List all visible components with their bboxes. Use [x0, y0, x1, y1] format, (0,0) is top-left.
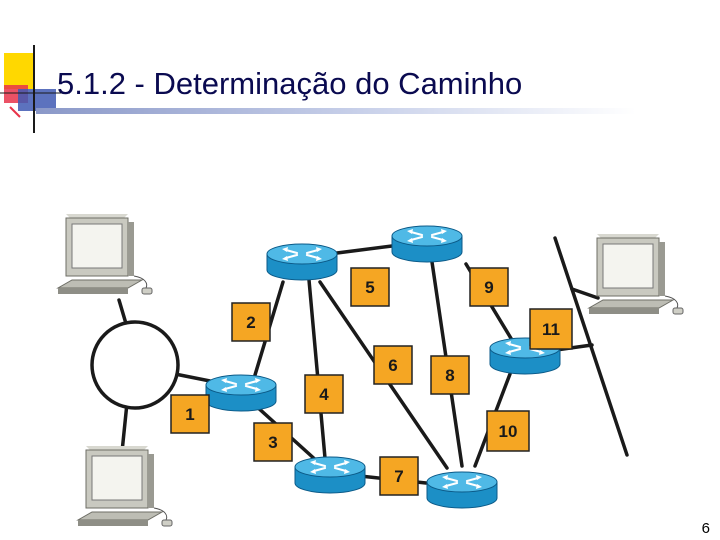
link-label-box — [529, 308, 573, 350]
link-label-box — [350, 267, 390, 307]
link-label-box — [253, 422, 293, 462]
link-label-8: 8 — [445, 366, 454, 385]
link-ring-r3 — [173, 372, 212, 383]
workstation-icon — [588, 233, 684, 315]
link-pc2-ring — [120, 401, 129, 454]
link-label-box — [486, 410, 530, 452]
link-label-6: 6 — [388, 356, 397, 375]
slide-title: 5.1.2 - Determinação do Caminho — [57, 66, 523, 101]
router-icon — [293, 455, 367, 495]
router-icon — [204, 373, 278, 413]
workstation-icon — [77, 445, 173, 527]
link-label-box — [231, 302, 271, 342]
link-label-box — [170, 394, 210, 434]
bus-segment — [553, 236, 629, 457]
link-label-box — [373, 345, 413, 385]
router-icon — [425, 470, 499, 510]
page-number: 6 — [701, 520, 710, 537]
title-underline — [36, 108, 636, 114]
link-label-box — [379, 456, 419, 496]
router-icon — [265, 242, 339, 282]
link-label-11: 11 — [542, 320, 560, 339]
token-ring-network — [90, 320, 180, 410]
link-label-box — [469, 267, 509, 307]
link-r1-r5 — [307, 278, 327, 460]
link-r1-r2 — [335, 244, 394, 255]
slide-logo-decoration — [0, 45, 70, 133]
link-label-9: 9 — [484, 278, 493, 297]
link-label-2: 2 — [246, 313, 255, 332]
link-label-3: 3 — [268, 433, 277, 452]
link-label-7: 7 — [394, 467, 403, 486]
link-label-1: 1 — [185, 405, 194, 424]
link-label-5: 5 — [365, 278, 374, 297]
workstation-icon — [57, 213, 153, 295]
link-label-box — [304, 374, 344, 414]
link-label-box — [430, 355, 470, 395]
link-label-10: 10 — [499, 422, 518, 441]
link-labels: 1 2 3 4 5 6 7 8 9 10 11 — [170, 267, 573, 496]
router-icon — [390, 224, 464, 264]
link-label-4: 4 — [319, 385, 329, 404]
link-bus-pc3 — [570, 287, 600, 300]
